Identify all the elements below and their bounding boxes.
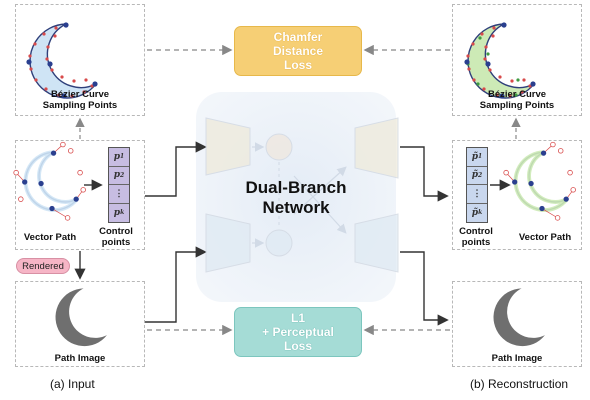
input-vector-path-label: Vector Path xyxy=(23,232,77,243)
network-internals xyxy=(205,117,399,273)
input-image-panel xyxy=(15,281,145,367)
network-title: Dual-Branch Network xyxy=(245,178,347,217)
output-caption: (b) Reconstruction xyxy=(470,377,569,391)
output-vector-moon xyxy=(503,141,576,221)
control-point-cell: p̃1 xyxy=(467,148,487,167)
control-point-cell: p̃2 xyxy=(467,166,487,185)
output-image-panel xyxy=(452,281,582,367)
control-point-cell: ⋮ xyxy=(467,185,487,204)
output-bezier-label: Bézier Curve Sampling Points xyxy=(479,89,555,111)
input-path-image-label: Path Image xyxy=(54,353,106,364)
input-control-points-label: Control points xyxy=(99,226,133,248)
rendered-badge: Rendered xyxy=(16,258,70,274)
l1-loss-box: L1 + Perceptual Loss xyxy=(234,307,362,357)
l1-loss-label: L1 + Perceptual Loss xyxy=(262,311,334,353)
control-point-cell: p̃k xyxy=(467,203,487,222)
chamfer-loss-box: Chamfer Distance Loss xyxy=(234,26,362,76)
output-bezier-moon xyxy=(464,22,536,99)
input-path-image-moon xyxy=(55,288,107,347)
output-path-image-label: Path Image xyxy=(491,353,543,364)
output-vector-path-label: Vector Path xyxy=(518,232,572,243)
input-bezier-moon xyxy=(26,22,98,99)
output-sampling-dots xyxy=(466,26,532,98)
output-path-image-moon xyxy=(493,288,545,347)
control-point-cell: ⋮ xyxy=(109,185,129,204)
output-control-points-label: Control points xyxy=(459,226,493,248)
input-vector-moon xyxy=(13,141,86,221)
input-bezier-label: Bézier Curve Sampling Points xyxy=(42,89,118,111)
output-control-points-stack: p̃1 p̃2 ⋮ p̃k xyxy=(466,147,488,223)
input-sampling-dots xyxy=(28,26,94,98)
chamfer-loss-label: Chamfer Distance Loss xyxy=(272,30,324,72)
input-caption: (a) Input xyxy=(50,377,95,391)
